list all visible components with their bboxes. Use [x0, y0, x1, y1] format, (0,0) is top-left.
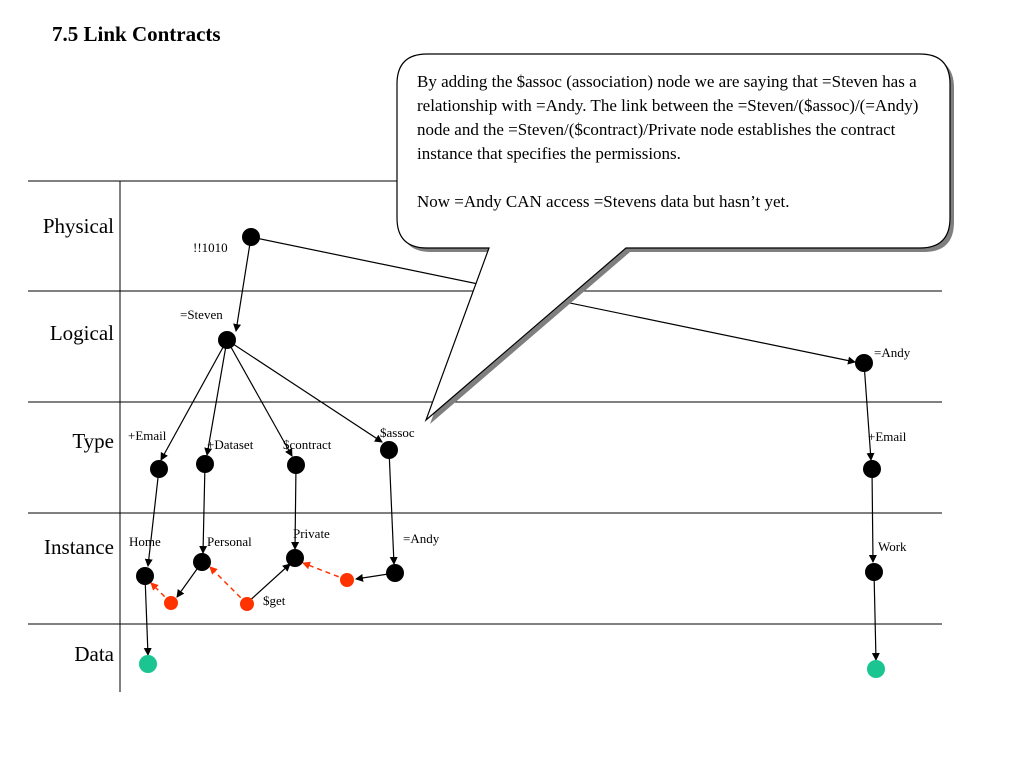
node-data-home [139, 655, 157, 673]
edge-email-work [868, 468, 877, 563]
edge-email-home [144, 468, 160, 567]
node-type-contract [287, 456, 305, 474]
edge-dataset-personal [199, 463, 208, 554]
callout-balloon [396, 53, 954, 424]
label-andy: =Andy [874, 345, 911, 360]
label-type-email: +Email [128, 428, 167, 443]
edge-work-data [871, 571, 880, 661]
node-type-dataset [196, 455, 214, 473]
edge-contract-private [291, 464, 300, 550]
edge-redmid-private [245, 563, 291, 605]
edge-home-data [143, 575, 152, 656]
node-inst-work [865, 563, 883, 581]
edge-root-steven [233, 236, 252, 332]
callout-paragraph-2: Now =Andy CAN access =Stevens data but h… [417, 192, 790, 211]
label-type-dataset: +Dataset [207, 437, 254, 452]
node-data-work [867, 660, 885, 678]
node-inst-andy [386, 564, 404, 582]
node-inst-private [286, 549, 304, 567]
label-type-contract: $contract [283, 437, 332, 452]
label-andy-email: +Email [868, 429, 907, 444]
row-label-physical: Physical [42, 214, 114, 238]
node-type-assoc [380, 441, 398, 459]
edge-steven-assoc [226, 339, 383, 443]
label-get: $get [263, 593, 286, 608]
edge-andy-email [863, 362, 875, 461]
edge-steven-email [160, 339, 228, 461]
label-inst-andy: =Andy [403, 531, 440, 546]
edge-steven-dataset [204, 339, 228, 456]
row-label-data: Data [74, 642, 114, 666]
callout-body [396, 53, 951, 422]
callout-paragraph-1: By adding the $assoc (association) node … [417, 72, 919, 163]
node-contract-left [164, 596, 178, 610]
edges [143, 236, 880, 661]
node-inst-personal [193, 553, 211, 571]
node-andy-email [863, 460, 881, 478]
edge-assoc-andyinst [388, 449, 398, 565]
node-steven [218, 331, 236, 349]
nodes [136, 228, 885, 678]
dashed-redright-private [302, 561, 348, 581]
label-inst-private: Private [293, 526, 330, 541]
page-title: 7.5 Link Contracts [52, 22, 221, 46]
edge-steven-contract [226, 339, 293, 457]
node-andy [855, 354, 873, 372]
row-label-type: Type [72, 429, 114, 453]
node-contract-get [240, 597, 254, 611]
label-root: !!1010 [193, 240, 228, 255]
callout-text: By adding the $assoc (association) node … [417, 70, 937, 214]
label-inst-personal: Personal [207, 534, 252, 549]
node-root [242, 228, 260, 246]
label-steven: =Steven [180, 307, 223, 322]
node-inst-home [136, 567, 154, 585]
row-label-instance: Instance [44, 535, 114, 559]
label-inst-home: Home [129, 534, 161, 549]
row-label-logical: Logical [49, 321, 114, 345]
label-type-assoc: $assoc [380, 425, 415, 440]
label-inst-work: Work [878, 539, 907, 554]
node-type-email [150, 460, 168, 478]
dashed-redmid-personal [209, 566, 248, 605]
node-contract-right [340, 573, 354, 587]
